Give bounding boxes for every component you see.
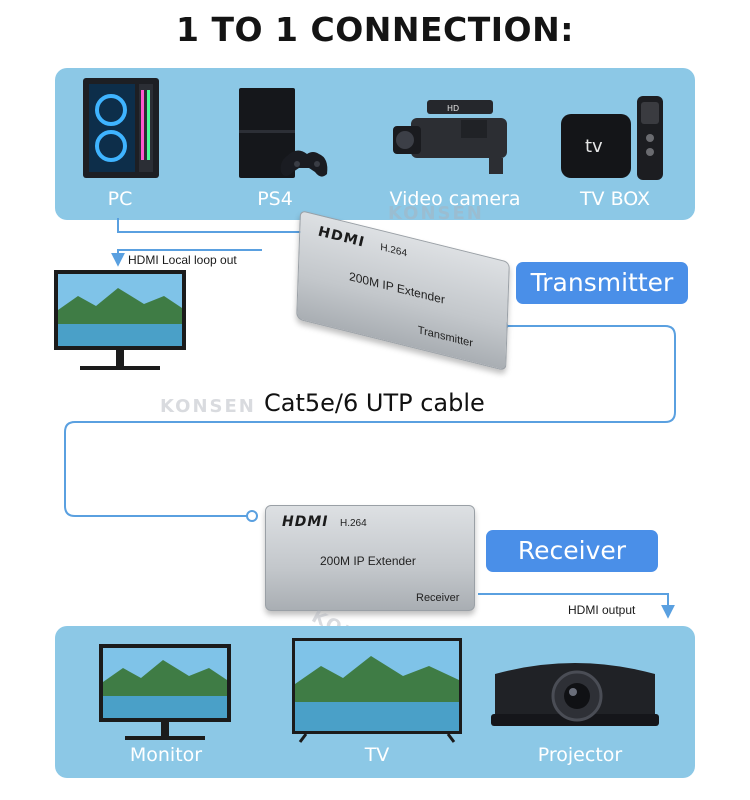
monitor-icon (99, 644, 231, 740)
video-camera-icon: HD (393, 100, 507, 174)
ps4-console-icon (239, 88, 328, 178)
transmitter-model: 200M IP Extender (348, 269, 446, 307)
output-devices-panel: Monitor TV Projector (55, 626, 695, 778)
local-loop-label: HDMI Local loop out (128, 253, 237, 267)
source-devices-panel: PC PS4 HD Video camera tv TV BOX (55, 68, 695, 220)
tv-icon (292, 638, 462, 743)
receiver-badge: Receiver (486, 530, 658, 572)
cable-label: Cat5e/6 UTP cable (264, 389, 485, 417)
transmitter-role: Transmitter (417, 324, 474, 350)
watermark-middle: KONSEN (160, 396, 256, 417)
source-label-tv-box: TV BOX (579, 188, 651, 210)
receiver-codec: H.264 (340, 518, 367, 529)
projector-icon (491, 663, 659, 726)
source-label-pc: PC (107, 188, 133, 210)
receiver-role: Receiver (416, 592, 460, 604)
tv-box-icon: tv (561, 96, 663, 180)
local-monitor-icon (54, 270, 186, 370)
cable-line (64, 325, 676, 517)
transmitter-hdmi-logo: HDMI (318, 223, 366, 251)
output-label-tv: TV (364, 744, 390, 766)
page-title: 1 TO 1 CONNECTION: (176, 10, 574, 49)
output-label-monitor: Monitor (129, 744, 203, 766)
transmitter-badge: Transmitter (516, 262, 688, 304)
output-label-projector: Projector (537, 744, 623, 766)
watermark-top: KONSEN (388, 203, 484, 224)
source-label-ps4: PS4 (257, 188, 293, 210)
svg-text:HD: HD (447, 104, 459, 113)
receiver-device: HDMI H.264 200M IP Extender Receiver (265, 505, 475, 611)
local-loop-line (111, 249, 262, 267)
transmitter-codec: H.264 (380, 241, 408, 260)
hdmi-output-label: HDMI output (568, 603, 636, 617)
receiver-port (246, 510, 258, 522)
receiver-hdmi-logo: HDMI (282, 514, 329, 530)
hdmi-output-line (478, 593, 675, 619)
tv-box-logo: tv (585, 136, 603, 157)
receiver-model: 200M IP Extender (320, 554, 416, 568)
source-to-transmitter-line (117, 218, 315, 239)
source-label-video-camera: Video camera (389, 188, 521, 210)
pc-tower-icon (83, 78, 159, 178)
